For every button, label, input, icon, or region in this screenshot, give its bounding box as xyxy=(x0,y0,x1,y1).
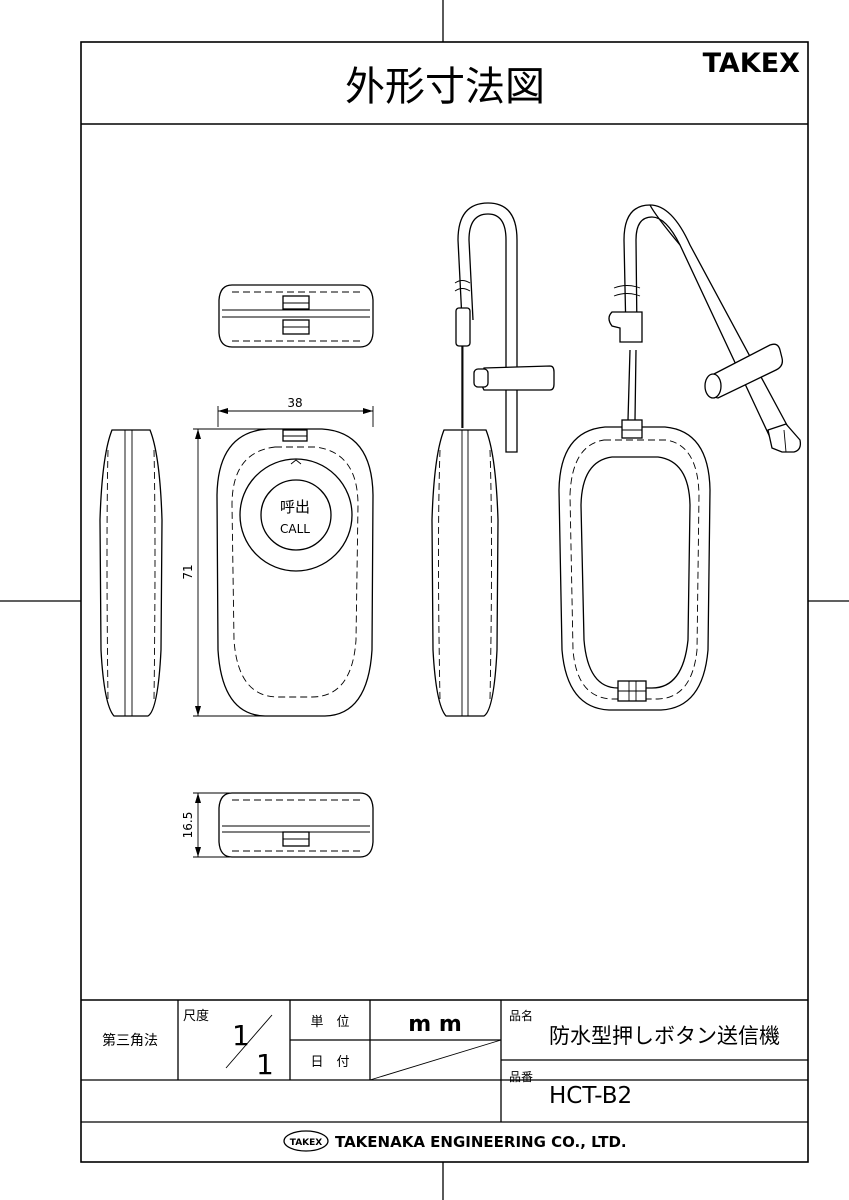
product-name: 防水型押しボタン送信機 xyxy=(549,1024,780,1048)
back-view xyxy=(558,204,802,711)
unit-label: 単 位 xyxy=(310,1014,349,1030)
scale-label: 尺度 xyxy=(183,1008,209,1024)
dimension-height: 71 xyxy=(181,428,266,717)
top-view xyxy=(218,284,374,348)
title-block xyxy=(81,999,808,1123)
call-button-label-jp: 呼出 xyxy=(280,498,310,516)
unit-value: m m xyxy=(408,1012,462,1037)
width-value: 38 xyxy=(287,396,302,410)
call-button-label-en: CALL xyxy=(280,522,310,536)
company-logo-oval xyxy=(283,1130,329,1152)
sheet-border xyxy=(80,41,809,1163)
date-label: 日 付 xyxy=(310,1055,349,1070)
front-view: 呼出 CALL xyxy=(216,428,374,717)
company-logo: TAKEX xyxy=(290,1138,323,1148)
dimension-depth: 16.5 xyxy=(181,792,230,858)
projection-method: 第三角法 xyxy=(102,1032,158,1049)
height-value: 71 xyxy=(181,564,195,579)
brand-logo: TAKEX xyxy=(703,48,801,79)
dimension-width: 38 xyxy=(217,396,374,427)
product-code: HCT-B2 xyxy=(549,1083,632,1109)
company-name: TAKENAKA ENGINEERING CO., LTD. xyxy=(335,1133,627,1151)
product-code-label: 品番 xyxy=(509,1070,533,1084)
left-side-view xyxy=(99,429,163,717)
scale-numerator: 1 xyxy=(232,1019,250,1052)
depth-value: 16.5 xyxy=(181,812,195,839)
page-title: 外形寸法図 xyxy=(345,64,545,110)
bottom-view xyxy=(218,792,374,858)
product-name-label: 品名 xyxy=(509,1008,533,1023)
right-side-view xyxy=(431,202,555,717)
scale-denominator: 1 xyxy=(256,1048,274,1081)
